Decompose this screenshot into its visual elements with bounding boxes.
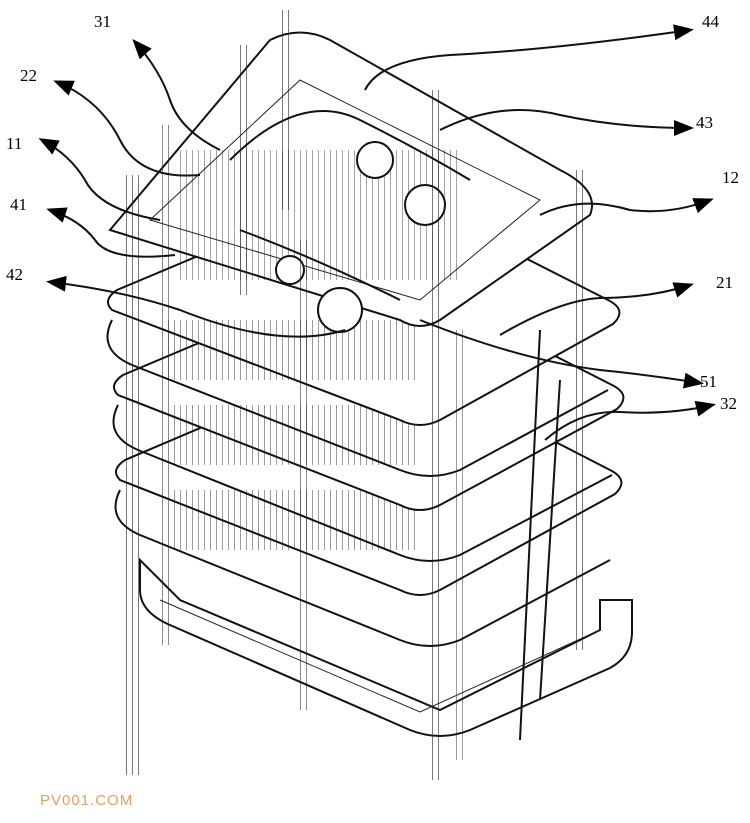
leader-42 [46,275,346,338]
leader-11 [38,138,161,221]
label-31: 31 [94,12,111,31]
base-tray [139,557,633,737]
label-44: 44 [702,12,720,31]
label-43: 43 [696,113,713,132]
watermark: PV001.COM [40,792,133,809]
label-41: 41 [10,195,27,214]
insulator-columns [125,10,587,780]
label-12: 12 [722,168,739,187]
tier-1-top [108,31,593,333]
leader-32 [544,400,716,441]
leader-51 [419,319,704,389]
leader-21 [499,282,694,336]
leader-43 [439,109,694,136]
stacked-assembly [106,10,633,780]
label-32: 32 [720,394,737,413]
label-22: 22 [20,66,37,85]
label-42: 42 [6,265,23,284]
leader-41 [46,207,176,258]
leader-12 [539,198,714,216]
label-11: 11 [6,134,22,153]
leader-31 [132,39,221,151]
label-21: 21 [716,273,733,292]
label-51: 51 [700,372,717,391]
leader-22 [53,80,201,177]
leader-arrows [38,24,716,441]
leader-44 [364,24,694,91]
reference-labels: 31 22 11 41 42 44 43 12 21 51 32 [6,12,739,413]
